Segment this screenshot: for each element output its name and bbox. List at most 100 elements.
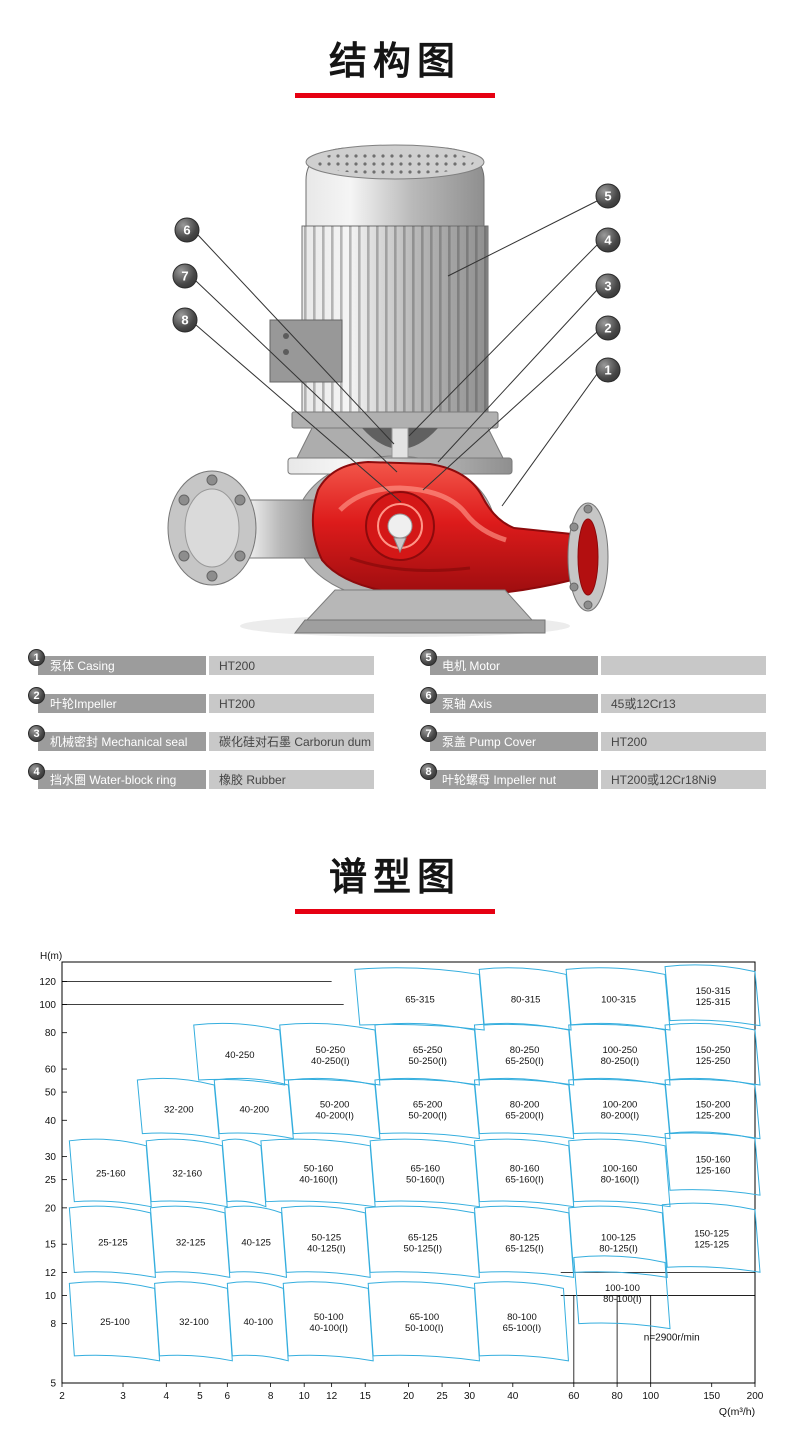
part-row: 6 泵轴 Axis 45或12Cr13 xyxy=(420,687,766,713)
region-label: 32-125 xyxy=(176,1238,206,1249)
region-label: 100-250 xyxy=(602,1045,637,1056)
callout-5-label: 5 xyxy=(604,189,611,204)
region-label: 50-100 xyxy=(314,1312,344,1323)
region-label: 80-160 xyxy=(510,1164,540,1175)
x-tick-label: 8 xyxy=(268,1391,274,1402)
region-label: 100-160 xyxy=(602,1164,637,1175)
y-axis-title: H(m) xyxy=(40,951,62,962)
y-tick-label: 80 xyxy=(45,1028,57,1039)
region-label: 25-125 xyxy=(98,1238,128,1249)
callout-6 xyxy=(174,217,200,243)
region-40-200 xyxy=(213,1077,294,1140)
region-label: 32-160 xyxy=(172,1169,202,1180)
x-tick-label: 10 xyxy=(299,1391,311,1402)
region-label: 50-125 xyxy=(312,1233,342,1244)
x-tick-label: 4 xyxy=(164,1391,170,1402)
y-tick-label: 5 xyxy=(50,1379,56,1390)
region-label: 80-100(I) xyxy=(603,1294,642,1305)
region-label: 80-250 xyxy=(510,1045,540,1056)
region-150-315 xyxy=(664,964,761,1027)
pump-base xyxy=(305,589,534,621)
y-tick-label: 20 xyxy=(45,1203,57,1214)
structure-section-title: 结构图 xyxy=(328,41,461,83)
spectrum-section-title: 谱型图 xyxy=(328,857,461,899)
terminal-box xyxy=(269,319,343,383)
region-label: 80-125(I) xyxy=(599,1244,638,1255)
region-label: 32-200 xyxy=(164,1104,194,1115)
callout-7 xyxy=(172,263,198,289)
callout-leader-lines xyxy=(195,200,598,507)
region-label: 40-200(I) xyxy=(315,1110,354,1121)
region-cell xyxy=(221,1138,267,1208)
region-label: 25-160 xyxy=(96,1169,126,1180)
volute-casing-cutaway xyxy=(311,460,573,598)
part-material: 橡胶 Rubber xyxy=(209,770,374,789)
y-tick-label: 40 xyxy=(45,1116,57,1127)
region-40-100 xyxy=(226,1281,289,1362)
region-label: 125-250 xyxy=(696,1056,731,1067)
part-row: 2 叶轮Impeller HT200 xyxy=(28,687,374,713)
region-label: 40-200 xyxy=(239,1104,269,1115)
callout-3-label: 3 xyxy=(604,279,611,294)
x-tick-label: 25 xyxy=(437,1391,449,1402)
region-label: 40-160(I) xyxy=(299,1175,338,1186)
y-tick-label: 50 xyxy=(45,1088,57,1099)
pump-structure-figure: 1 2 3 4 5 6 7 8 xyxy=(100,128,700,640)
part-number-badge: 2 xyxy=(28,687,45,704)
region-100-160 xyxy=(568,1138,671,1208)
callout-badges: 1 2 3 4 5 6 7 8 xyxy=(172,183,621,383)
part-row: 5 电机 Motor xyxy=(420,649,766,675)
x-tick-label: 3 xyxy=(120,1391,126,1402)
y-tick-label: 15 xyxy=(45,1240,57,1251)
region-label: 150-200 xyxy=(696,1099,731,1110)
region-50-250 xyxy=(279,1022,381,1086)
region-65-125 xyxy=(364,1205,480,1278)
x-tick-label: 12 xyxy=(326,1391,338,1402)
region-label: 50-250 xyxy=(316,1045,346,1056)
region-32-125 xyxy=(149,1205,231,1279)
y-tick-label: 120 xyxy=(39,977,56,988)
region-32-200 xyxy=(136,1077,220,1140)
y-tick-label: 100 xyxy=(39,1000,56,1011)
region-80-100 xyxy=(473,1281,569,1362)
y-tick-label: 10 xyxy=(45,1291,57,1302)
region-80-125 xyxy=(473,1205,575,1278)
pump-illustration xyxy=(167,144,609,637)
part-number-badge: 5 xyxy=(420,649,437,666)
part-row: 1 泵体 Casing HT200 xyxy=(28,649,374,675)
region-label: 50-100(I) xyxy=(405,1323,444,1334)
callout-7-label: 7 xyxy=(181,269,188,284)
region-25-160 xyxy=(68,1138,152,1208)
region-50-200 xyxy=(287,1077,381,1140)
part-number-badge: 7 xyxy=(420,725,437,742)
part-material xyxy=(601,656,766,675)
region-label: 50-200 xyxy=(320,1099,350,1110)
region-label: 80-315 xyxy=(511,995,541,1006)
part-name: 机械密封 Mechanical seal xyxy=(38,732,206,751)
region-25-100 xyxy=(68,1281,161,1362)
x-tick-label: 20 xyxy=(403,1391,415,1402)
callout-2 xyxy=(595,315,621,341)
x-axis-title: Q(m³/h) xyxy=(719,1406,755,1418)
impeller-hub xyxy=(387,513,413,539)
region-100-200 xyxy=(568,1077,671,1140)
part-row: 7 泵盖 Pump Cover HT200 xyxy=(420,725,766,751)
part-row: 8 叶轮螺母 Impeller nut HT200或12Cr18Ni9 xyxy=(420,763,766,789)
region-label: 65-125 xyxy=(408,1233,438,1244)
region-label: 125-125 xyxy=(694,1239,729,1250)
region-label: 80-160(I) xyxy=(601,1175,640,1186)
region-label: 40-250 xyxy=(225,1050,255,1061)
y-tick-label: 30 xyxy=(45,1152,57,1163)
x-tick-label: 15 xyxy=(360,1391,372,1402)
region-label: 125-160 xyxy=(696,1165,731,1176)
region-80-250 xyxy=(473,1022,575,1086)
region-80-315 xyxy=(478,967,572,1031)
x-tick-label: 5 xyxy=(197,1391,203,1402)
region-label: 100-125 xyxy=(601,1233,636,1244)
parts-table-left-column: 1 泵体 Casing HT200 2 叶轮Impeller HT200 3 机… xyxy=(28,649,374,808)
region-label: 50-160 xyxy=(304,1164,334,1175)
part-material: HT200 xyxy=(209,656,374,675)
callout-1 xyxy=(595,357,621,383)
x-tick-label: 150 xyxy=(703,1391,720,1402)
